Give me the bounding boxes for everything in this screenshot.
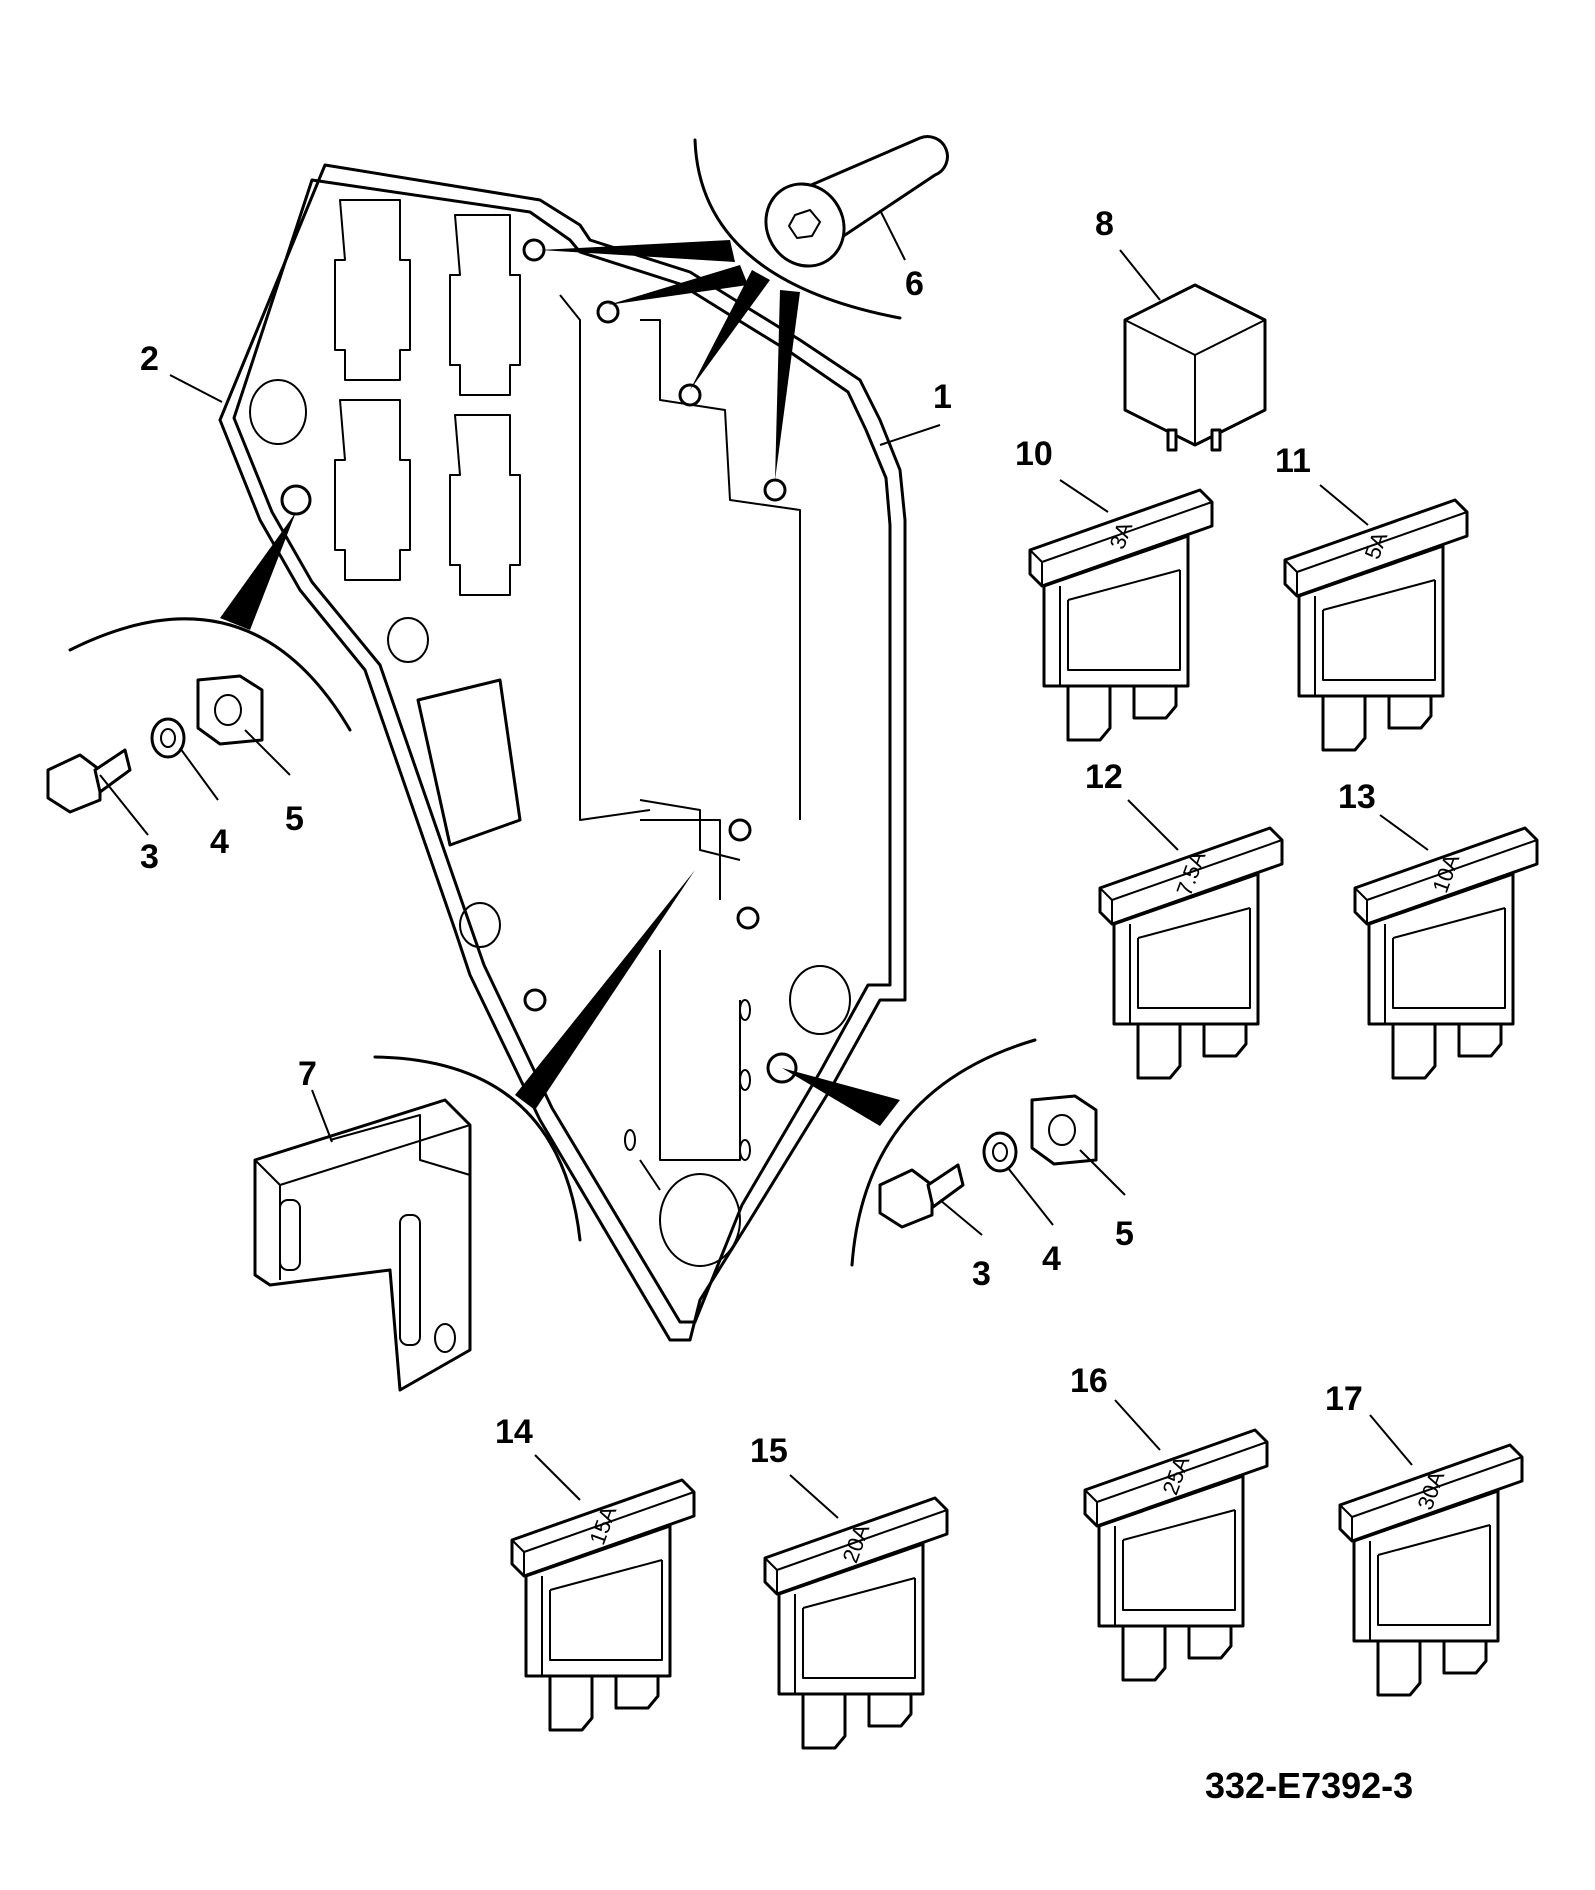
- fuse-part-12: 7.5A: [1098, 826, 1284, 1080]
- fuse-part-10: 3A: [1028, 488, 1214, 742]
- detail-circle-right: [782, 1038, 1037, 1267]
- callout-17: 17: [1325, 1380, 1363, 1418]
- callout-1: 1: [933, 378, 952, 416]
- callout-13: 13: [1338, 778, 1376, 816]
- relay-part-8: [1123, 283, 1267, 452]
- callout-16: 16: [1070, 1362, 1108, 1400]
- washer-part-4-left: [150, 717, 186, 759]
- fuse-panel-part-1: [218, 163, 907, 1342]
- callout-8: 8: [1095, 205, 1114, 243]
- fuse-part-11: 5A: [1283, 498, 1469, 752]
- bolt-part-3-left: [46, 748, 132, 814]
- callout-3-left: 3: [140, 838, 159, 876]
- callout-7: 7: [298, 1055, 317, 1093]
- callout-6: 6: [905, 265, 924, 303]
- callout-5-left: 5: [285, 800, 304, 838]
- callout-4-right: 4: [1042, 1240, 1061, 1278]
- leader-lines: [99, 209, 1429, 1519]
- fuse-part-13: 10A: [1353, 826, 1539, 1080]
- callout-5-right: 5: [1115, 1215, 1134, 1253]
- callout-4-left: 4: [210, 823, 229, 861]
- fuse-part-14: 15A: [510, 1478, 696, 1732]
- cage-nut-part-5-right: [1030, 1094, 1098, 1166]
- detail-circle-screw: [540, 138, 902, 480]
- cage-nut-part-5-left: [196, 674, 264, 746]
- fuse-part-17: 30A: [1338, 1443, 1524, 1697]
- washer-part-4-right: [982, 1131, 1018, 1173]
- screw-part-6: [764, 135, 949, 268]
- fuse-part-16: 25A: [1083, 1428, 1269, 1682]
- callout-11: 11: [1275, 442, 1311, 480]
- callout-numbers: 1 2 3 4 5 6 7 8 3 4 5 10 11 12 13 14 15 …: [140, 205, 1376, 1470]
- callout-10: 10: [1015, 435, 1053, 473]
- callout-14: 14: [495, 1413, 533, 1451]
- drawing-number: 332-E7392-3: [1205, 1765, 1413, 1806]
- detail-circle-bracket: [373, 870, 695, 1242]
- callout-2: 2: [140, 340, 159, 378]
- bracket-part-7: [253, 1098, 472, 1392]
- callout-15: 15: [750, 1432, 788, 1470]
- callout-12: 12: [1085, 758, 1123, 796]
- detail-circle-left: [68, 512, 352, 732]
- bolt-part-3-right: [878, 1163, 965, 1229]
- fuse-part-15: 20A: [763, 1496, 949, 1750]
- callout-3-right: 3: [972, 1255, 991, 1293]
